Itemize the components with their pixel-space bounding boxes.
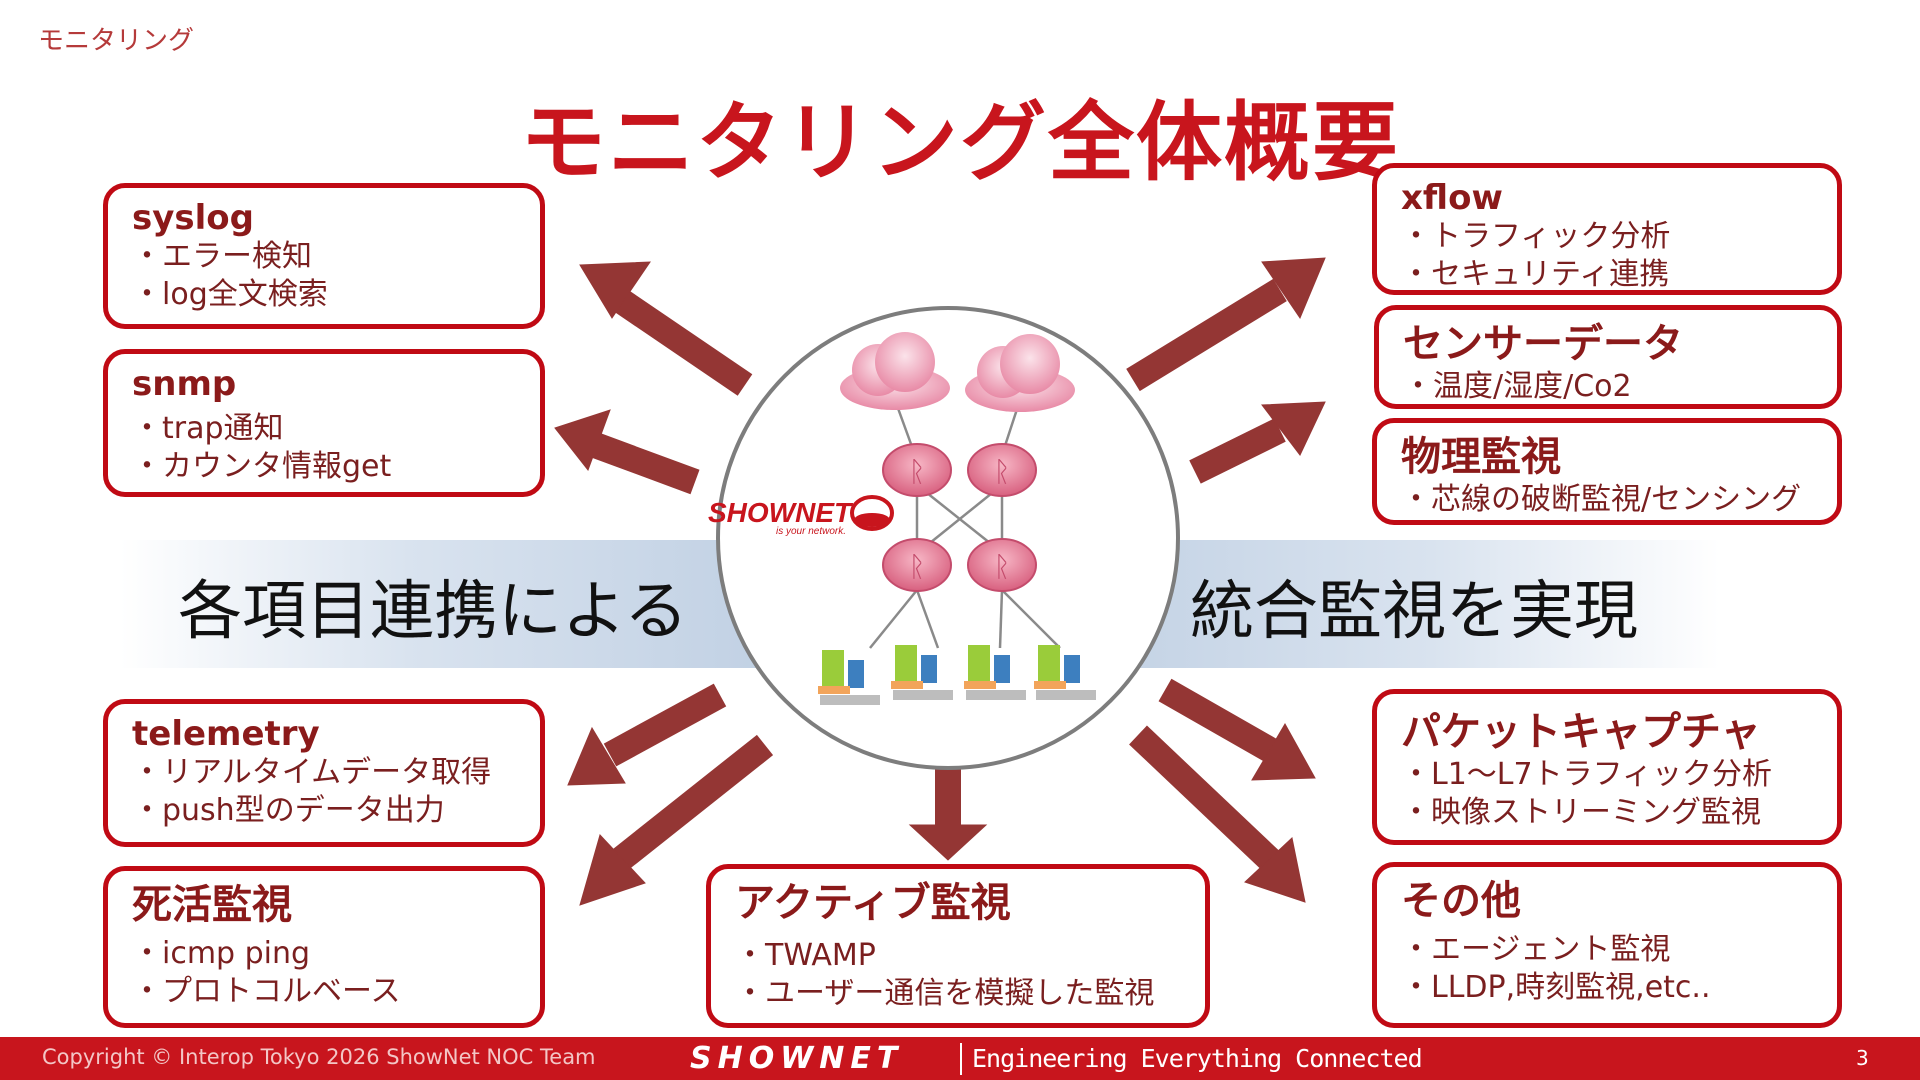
arrow-to-xflow — [1126, 257, 1326, 392]
server-icon — [1034, 645, 1096, 700]
card-item: セキュリティ連携 — [1401, 256, 1813, 294]
card-title: その他 — [1401, 878, 1521, 924]
card-packet-capture: パケットキャプチャ L1〜L7トラフィック分析 映像ストリーミング監視 — [1372, 689, 1842, 845]
svg-text:ᚱ: ᚱ — [994, 455, 1011, 488]
card-title: 死活監視 — [132, 882, 292, 928]
card-item: ユーザー通信を模擬した監視 — [735, 975, 1181, 1013]
arrow-to-sensor — [1189, 401, 1326, 484]
footer-brand-logo: SHOWNET — [690, 1041, 904, 1076]
footer-divider — [960, 1043, 962, 1075]
card-title: パケットキャプチャ — [1401, 709, 1761, 755]
shownet-logo: SHOWNET is your network. — [708, 495, 894, 537]
svg-text:ᚱ: ᚱ — [909, 455, 926, 488]
card-item: カウンタ情報get — [132, 448, 516, 486]
card-alive-monitoring: 死活監視 icmp ping プロトコルベース — [103, 866, 545, 1028]
card-title: xflow — [1401, 178, 1503, 218]
card-item: 芯線の破断監視/センシング — [1401, 481, 1813, 519]
card-title: telemetry — [132, 714, 320, 754]
card-active-monitoring: アクティブ監視 TWAMP ユーザー通信を模擬した監視 — [706, 864, 1210, 1028]
card-title: アクティブ監視 — [735, 880, 1011, 926]
router-icon: ᚱ — [967, 443, 1037, 497]
cloud-icon — [840, 332, 950, 410]
card-item: LLDP,時刻監視,etc.. — [1401, 969, 1813, 1007]
card-title: 物理監視 — [1401, 434, 1561, 480]
card-xflow: xflow トラフィック分析 セキュリティ連携 — [1372, 163, 1842, 295]
card-item: リアルタイムデータ取得 — [132, 754, 516, 792]
arrow-to-syslog — [579, 261, 753, 396]
card-snmp: snmp trap通知 カウンタ情報get — [103, 349, 545, 497]
card-other: その他 エージェント監視 LLDP,時刻監視,etc.. — [1372, 862, 1842, 1028]
server-icon — [891, 645, 953, 700]
arrow-to-snmp — [554, 409, 700, 495]
page-number: 3 — [1856, 1046, 1869, 1070]
cloud-icon — [965, 334, 1075, 412]
card-syslog: syslog エラー検知 log全文検索 — [103, 183, 545, 329]
router-icon: ᚱ — [967, 538, 1037, 592]
card-item: プロトコルベース — [132, 973, 516, 1011]
band-right-text: 統合監視を実現 — [1190, 575, 1638, 649]
card-item: push型のデータ出力 — [132, 792, 516, 830]
card-item: L1〜L7トラフィック分析 — [1401, 756, 1813, 794]
footer-bar: Copyright © Interop Tokyo 2026 ShowNet N… — [0, 1037, 1920, 1080]
card-item: TWAMP — [735, 937, 1181, 975]
card-item: trap通知 — [132, 410, 516, 448]
server-icon — [964, 645, 1026, 700]
arrow-to-other — [1129, 725, 1306, 903]
router-icon: ᚱ — [882, 443, 952, 497]
card-item: 温度/湿度/Co2 — [1403, 368, 1813, 406]
card-item: エラー検知 — [132, 238, 516, 276]
card-item: log全文検索 — [132, 276, 516, 314]
card-telemetry: telemetry リアルタイムデータ取得 push型のデータ出力 — [103, 699, 545, 847]
copyright-text: Copyright © Interop Tokyo 2026 ShowNet N… — [42, 1045, 596, 1069]
card-item: トラフィック分析 — [1401, 218, 1813, 256]
arrow-to-telemetry — [567, 683, 727, 786]
breadcrumb: モニタリング — [38, 26, 195, 56]
svg-text:is your network.: is your network. — [776, 526, 846, 537]
card-item: エージェント監視 — [1401, 931, 1813, 969]
card-sensor-data: センサーデータ 温度/湿度/Co2 — [1374, 305, 1842, 409]
card-item: icmp ping — [132, 935, 516, 973]
svg-text:ᚱ: ᚱ — [909, 550, 926, 583]
page-title: モニタリング全体概要 — [520, 93, 1400, 193]
router-icon: ᚱ — [882, 538, 952, 592]
card-title: snmp — [132, 364, 237, 404]
card-item: 映像ストリーミング監視 — [1401, 794, 1813, 832]
arrow-to-alive — [579, 734, 774, 906]
svg-text:ᚱ: ᚱ — [994, 550, 1011, 583]
server-icon — [818, 650, 880, 705]
footer-tagline: Engineering Everything Connected — [972, 1044, 1423, 1073]
card-title: センサーデータ — [1403, 321, 1683, 367]
arrow-to-packet — [1158, 678, 1316, 781]
svg-text:SHOWNET: SHOWNET — [708, 497, 854, 528]
arrow-to-active — [908, 768, 988, 861]
card-title: syslog — [132, 198, 254, 238]
band-left-text: 各項目連携による — [178, 575, 689, 649]
card-physical-monitoring: 物理監視 芯線の破断監視/センシング — [1372, 418, 1842, 525]
